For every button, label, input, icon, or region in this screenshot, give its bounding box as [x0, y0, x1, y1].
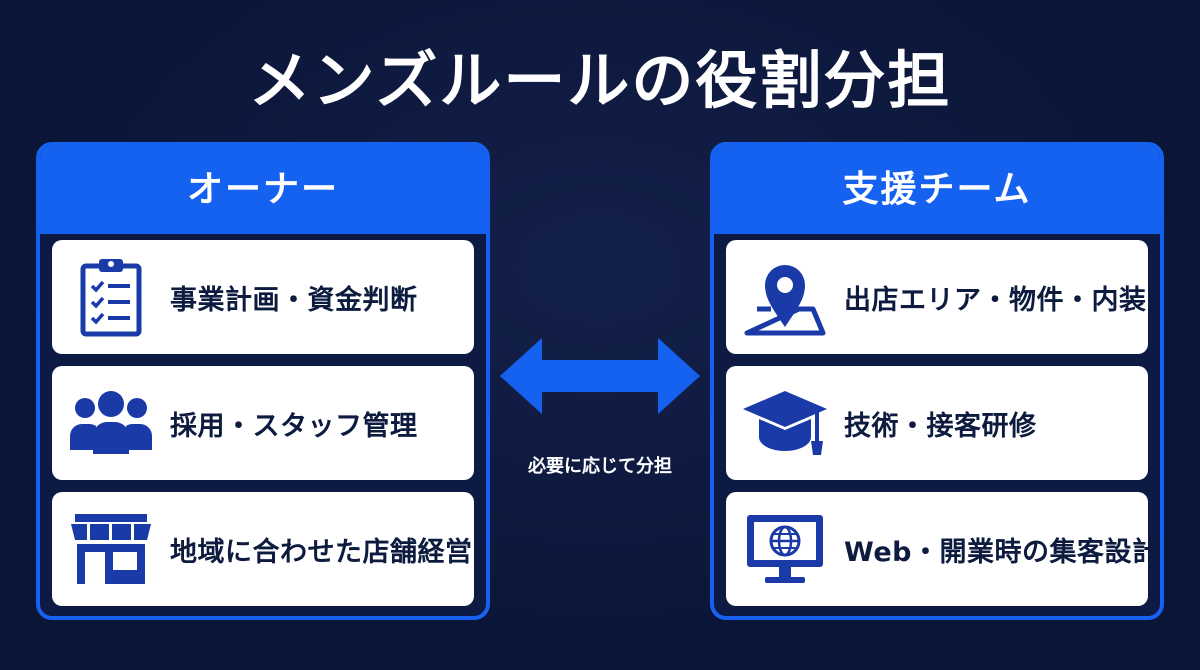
page-title: メンズルールの役割分担: [248, 44, 952, 117]
owner-item-label: 事業計画・資金判断: [170, 284, 418, 316]
support-item-web-marketing: Web・開業時の集客設計: [726, 492, 1159, 606]
owner-panel-header: オーナー: [40, 146, 486, 234]
owner-panel: オーナー 事業計画・資金判断: [36, 142, 490, 620]
support-item-training: 技術・接客研修: [726, 366, 1148, 480]
support-item-label: 技術・接客研修: [844, 410, 1037, 442]
owner-item-staff: 採用・スタッフ管理: [52, 366, 474, 480]
support-item-location: 出店エリア・物件・内装: [726, 240, 1148, 354]
owner-item-label: 採用・スタッフ管理: [170, 410, 418, 442]
graduation-cap-icon: [726, 366, 844, 480]
owner-item-store-management: 地域に合わせた店舗経営: [52, 492, 474, 606]
support-item-label: 出店エリア・物件・内装: [844, 284, 1147, 316]
double-arrow-icon: [500, 338, 700, 414]
support-item-label: Web・開業時の集客設計: [844, 536, 1160, 568]
clipboard-checklist-icon: [52, 240, 170, 354]
monitor-globe-icon: [726, 492, 844, 606]
support-panel: 支援チーム 出店エリア・物件・内装: [710, 142, 1164, 620]
support-panel-header: 支援チーム: [714, 146, 1160, 234]
owner-item-label: 地域に合わせた店舗経営: [170, 536, 473, 568]
owner-item-business-plan: 事業計画・資金判断: [52, 240, 474, 354]
people-group-icon: [52, 366, 170, 480]
shared-responsibility-caption: 必要に応じて分担: [528, 456, 672, 477]
storefront-icon: [52, 492, 170, 606]
map-pin-icon: [726, 240, 844, 354]
